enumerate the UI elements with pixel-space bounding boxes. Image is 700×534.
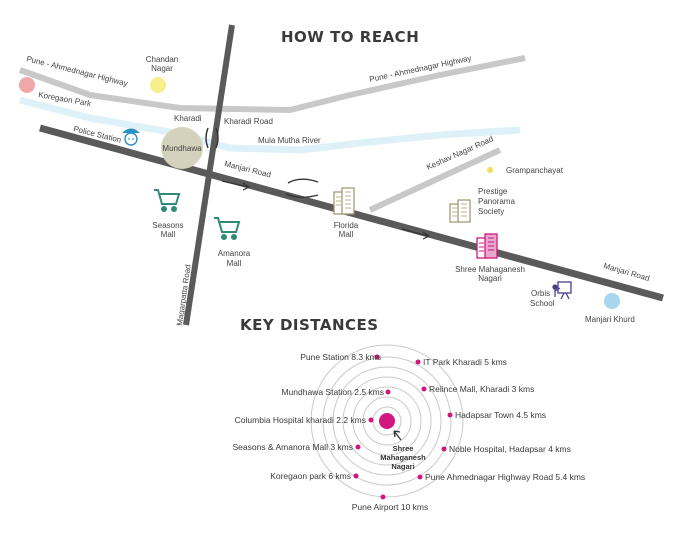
koregaon-park-marker [19, 77, 35, 93]
center-label-3: Nagari [391, 462, 414, 471]
chandan-nagar-label: Chandan [146, 55, 178, 64]
distance-pune-station: Pune Station 8.3 kms [300, 352, 381, 362]
building-icon [333, 187, 355, 215]
pune-ahmednagar-highway [18, 55, 526, 113]
project-label-2: Nagari [478, 274, 502, 283]
bridge-mark-icon [285, 178, 319, 198]
distance-seasons-amanora: Seasons & Amanora Mall 3 kms [233, 442, 353, 452]
key-distances-heading: KEY DISTANCES [240, 316, 379, 334]
distance-koregaon-park: Koregaon park 6 kms [270, 471, 351, 481]
chandan-nagar-marker [150, 77, 166, 93]
distance-dots [353, 354, 453, 500]
manjari-road-label-top: Manjari Road [224, 159, 272, 179]
distance-columbia-hospital: Columbia Hospital kharadi 2.2 kms [235, 415, 366, 425]
keshav-nagar-road [368, 147, 502, 213]
project-building-icon [476, 233, 498, 259]
project-label: Shree Mahaganesh [455, 265, 525, 274]
mundhawa-marker [161, 127, 203, 169]
distance-mundhawa-station: Mundhawa Station 2.5 kms [281, 387, 384, 397]
grampanchayat-label: Grampanchayat [506, 166, 564, 175]
grampanchayat-marker [487, 167, 493, 173]
project-center-marker [379, 413, 395, 429]
river-label: Mula Mutha River [258, 136, 321, 145]
amanora-mall-label-2: Mall [227, 259, 242, 268]
center-label: Shree [393, 444, 414, 453]
highway-label-left: Pune - Ahmednagar Highway [26, 54, 129, 88]
kharadi-road [183, 24, 235, 326]
distance-relince-mall: Relince Mall, Kharadi 3 kms [429, 384, 534, 394]
florida-mall-label-2: Mall [339, 230, 354, 239]
distance-highway-road: Pune Ahmednagar Highway Road 5.4 kms [425, 472, 585, 482]
center-label-2: Mahaganesh [380, 453, 426, 462]
shopping-cart-icon [154, 189, 181, 212]
amanora-mall-label: Amanora [218, 249, 251, 258]
seasons-mall-label: Seasons [152, 221, 183, 230]
manjari-khurd-marker [604, 293, 620, 309]
distance-noble-hospital: Noble Hospital, Hadapsar 4 kms [449, 444, 571, 454]
orbis-school-label-2: School [530, 299, 555, 308]
manjari-khurd-label: Manjari Khurd [585, 315, 635, 324]
bridge-mark-icon [205, 127, 219, 149]
distance-pune-airport: Pune Airport 10 kms [352, 502, 429, 512]
prestige-label-3: Society [478, 207, 504, 216]
prestige-label: Prestige [478, 187, 508, 196]
seasons-mall-label-2: Mall [161, 230, 176, 239]
florida-mall-label: Florida [334, 221, 359, 230]
direction-arrow-icon [221, 180, 251, 191]
orbis-school-label: Orbis [531, 289, 550, 298]
kharadi-road-label: Kharadi Road [224, 117, 273, 126]
mundhawa-label: Mundhawa [162, 144, 202, 153]
distance-hadapsar-town: Hadapsar Town 4.5 kms [455, 410, 546, 420]
chandan-nagar-label-2: Nagar [151, 64, 173, 73]
manjari-road-label-right: Manjari Road [602, 261, 650, 283]
shopping-cart-icon [214, 217, 241, 240]
kharadi-label: Kharadi [174, 114, 202, 123]
school-icon [552, 281, 572, 300]
prestige-label-2: Panorama [478, 197, 515, 206]
distance-rings [310, 344, 464, 498]
police-icon [122, 128, 140, 146]
distance-it-park-kharadi: IT Park Kharadi 5 kms [423, 357, 507, 367]
pointer-arrow-icon [393, 430, 402, 441]
building-icon [449, 199, 471, 223]
how-to-reach-heading: HOW TO REACH [281, 28, 419, 46]
direction-arrow-icon [401, 228, 431, 240]
mula-mutha-river [19, 96, 521, 154]
